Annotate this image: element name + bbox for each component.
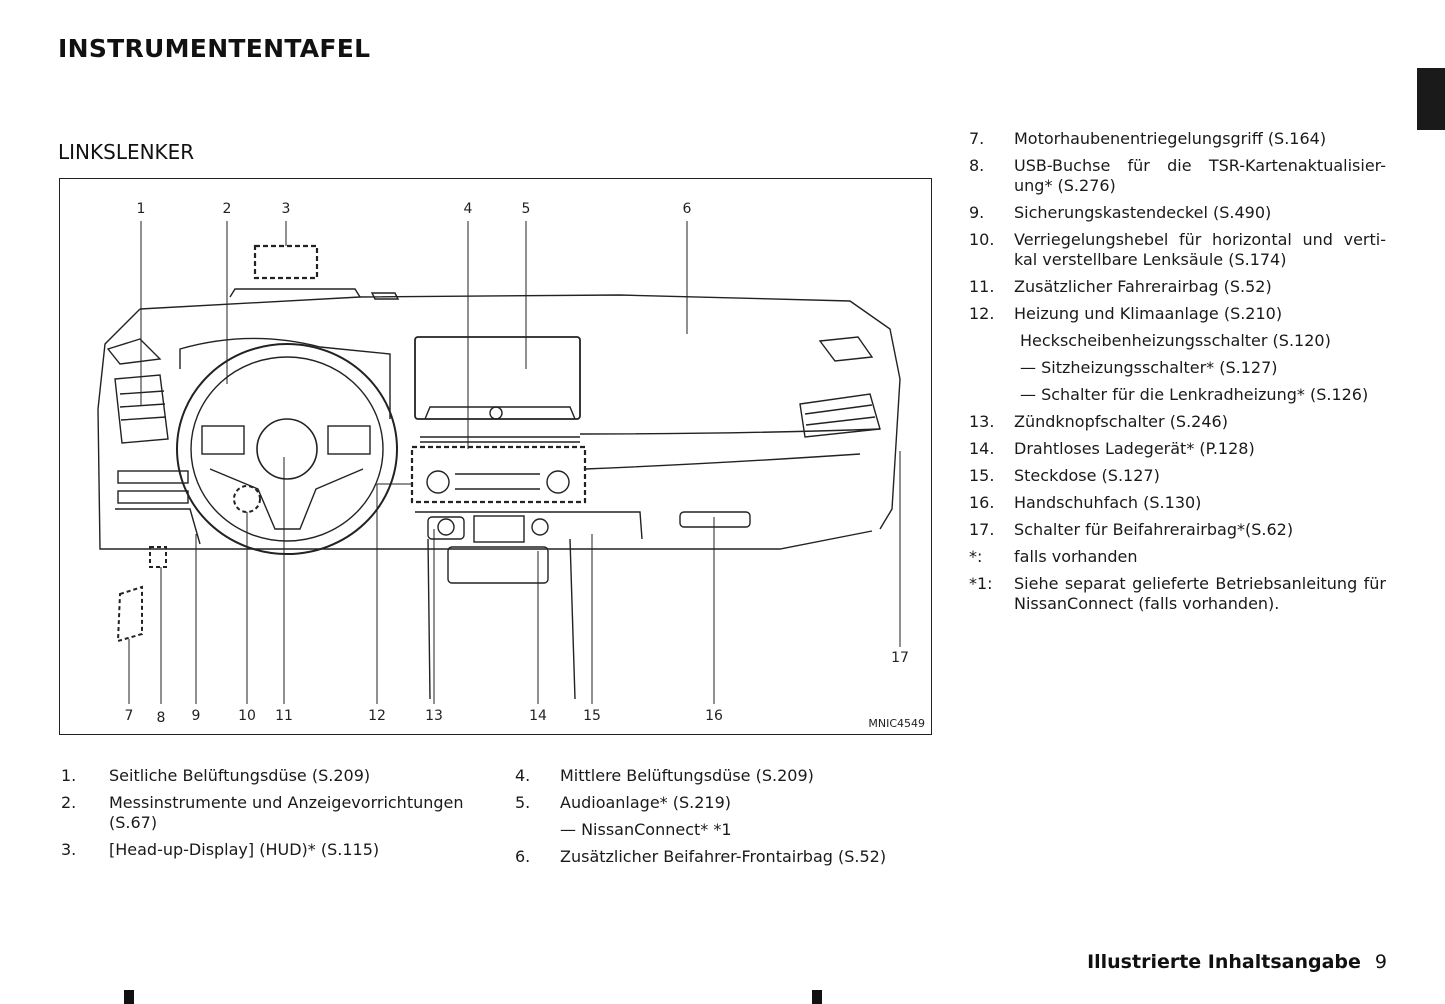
legend-text: Zusätzlicher Fahrerairbag (S.52) bbox=[1014, 277, 1272, 296]
callout-17: 17 bbox=[891, 650, 909, 666]
legend-text: Motorhaubenentriegelungsgriff (S.164) bbox=[1014, 129, 1327, 148]
legend-item: 9. Sicherungskastendeckel (S.490) bbox=[969, 203, 1386, 223]
legend-text: Handschuhfach (S.130) bbox=[1014, 493, 1202, 512]
callout-5: 5 bbox=[521, 201, 531, 217]
legend-number: 4. bbox=[515, 766, 531, 785]
callout-16: 16 bbox=[705, 708, 723, 724]
legend-item: *1: Siehe separat gelieferte Betriebsanle… bbox=[969, 574, 1386, 614]
legend-number: 17. bbox=[969, 520, 995, 539]
legend-text: [Head-up-Display] (HUD)* (S.115) bbox=[109, 840, 380, 859]
legend-text: Verriegelungshebel für horizontal und ve… bbox=[1014, 230, 1386, 269]
legend-subtext: — NissanConnect* *1 bbox=[560, 820, 732, 839]
legend-left: 1. Seitliche Belüftungsdüse (S.209) 2. M… bbox=[61, 766, 489, 867]
legend-item: 12. Heizung und Klimaanlage (S.210) Heck… bbox=[969, 304, 1386, 405]
legend-text: falls vorhanden bbox=[1014, 547, 1138, 566]
callout-14: 14 bbox=[529, 708, 547, 724]
legend-text: USB-Buchse für die TSR-Kartenaktualisier… bbox=[1014, 156, 1386, 195]
callout-2: 2 bbox=[222, 201, 232, 217]
legend-number: 11. bbox=[969, 277, 995, 296]
legend-number: 9. bbox=[969, 203, 985, 222]
legend-number: 3. bbox=[61, 840, 77, 859]
legend-item: 1. Seitliche Belüftungsdüse (S.209) bbox=[61, 766, 489, 786]
legend-text: Messinstrumente und Anzeigevorrichtungen… bbox=[109, 793, 464, 832]
callout-11: 11 bbox=[275, 708, 293, 724]
legend-item: 15. Steckdose (S.127) bbox=[969, 466, 1386, 486]
legend-text: Zündknopfschalter (S.246) bbox=[1014, 412, 1228, 431]
callout-15: 15 bbox=[583, 708, 601, 724]
legend-number: 16. bbox=[969, 493, 995, 512]
legend-item: 4. Mittlere Belüftungsdüse (S.209) bbox=[515, 766, 920, 786]
legend-text: Heizung und Klimaanlage (S.210) bbox=[1014, 304, 1283, 323]
legend-text: Siehe separat gelieferte Betriebsanleitu… bbox=[1014, 574, 1386, 613]
legend-text: Sicherungskastendeckel (S.490) bbox=[1014, 203, 1272, 222]
page-footer: Illustrierte Inhaltsangabe 9 bbox=[1087, 951, 1387, 973]
dashboard-drawing bbox=[97, 221, 901, 704]
chapter-tab bbox=[1417, 68, 1445, 130]
legend-text: Audioanlage* (S.219) bbox=[560, 793, 732, 812]
legend-number: 15. bbox=[969, 466, 995, 485]
legend-item: 13. Zündknopfschalter (S.246) bbox=[969, 412, 1386, 432]
legend-item: 14. Drahtloses Ladegerät* (P.128) bbox=[969, 439, 1386, 459]
crop-mark bbox=[812, 990, 822, 1004]
footer-title: Illustrierte Inhaltsangabe bbox=[1087, 951, 1361, 973]
legend-number: 12. bbox=[969, 304, 995, 323]
legend-text: Schalter für Beifahrerairbag*(S.62) bbox=[1014, 520, 1294, 539]
legend-text: Zusätzlicher Beifahrer-Frontairbag (S.52… bbox=[560, 847, 887, 866]
legend-subtext: Heckscheibenheizungsschalter (S.120) bbox=[1020, 331, 1331, 350]
legend-number: 10. bbox=[969, 230, 995, 249]
page-number: 9 bbox=[1374, 951, 1387, 973]
callout-6: 6 bbox=[682, 201, 692, 217]
legend-item: 5. Audioanlage* (S.219) — NissanConnect*… bbox=[515, 793, 920, 840]
dashboard-illustration: 1 2 3 4 5 6 7 8 9 10 11 12 13 14 15 16 1… bbox=[59, 178, 932, 735]
legend-item: 10. Verriegelungshebel für horizontal und… bbox=[969, 230, 1386, 270]
callout-7: 7 bbox=[124, 708, 134, 724]
legend-number: 7. bbox=[969, 129, 985, 148]
legend-item: 8. USB-Buchse für die TSR-Kartenaktualisi… bbox=[969, 156, 1386, 196]
legend-number: 1. bbox=[61, 766, 77, 785]
callout-12: 12 bbox=[368, 708, 386, 724]
legend-item: 17. Schalter für Beifahrerairbag*(S.62) bbox=[969, 520, 1386, 540]
legend-item: 7. Motorhaubenentriegelungsgriff (S.164) bbox=[969, 129, 1386, 149]
legend-number: 5. bbox=[515, 793, 531, 812]
legend-number: *: bbox=[969, 547, 983, 566]
callout-9: 9 bbox=[191, 708, 201, 724]
legend-text: Mittlere Belüftungsdüse (S.209) bbox=[560, 766, 814, 785]
legend-text: Steckdose (S.127) bbox=[1014, 466, 1160, 485]
callout-3: 3 bbox=[281, 201, 291, 217]
callout-4: 4 bbox=[463, 201, 473, 217]
crop-mark bbox=[124, 990, 134, 1004]
legend-text: Seitliche Belüftungsdüse (S.209) bbox=[109, 766, 371, 785]
legend-middle: 4. Mittlere Belüftungsdüse (S.209) 5. Au… bbox=[515, 766, 920, 874]
legend-number: 13. bbox=[969, 412, 995, 431]
legend-item: 6. Zusätzlicher Beifahrer-Frontairbag (S… bbox=[515, 847, 920, 867]
legend-item: 16. Handschuhfach (S.130) bbox=[969, 493, 1386, 513]
legend-number: 14. bbox=[969, 439, 995, 458]
callout-1: 1 bbox=[136, 201, 146, 217]
callout-10: 10 bbox=[238, 708, 256, 724]
legend-number: 8. bbox=[969, 156, 985, 175]
legend-subtext: — Schalter für die Lenkradheizung* (S.12… bbox=[1020, 385, 1369, 404]
section-title: LINKSLENKER bbox=[58, 140, 195, 164]
legend-number: 6. bbox=[515, 847, 531, 866]
legend-item: 2. Messinstrumente und Anzeigevorrichtun… bbox=[61, 793, 489, 833]
legend-subtext: — Sitzheizungsschalter* (S.127) bbox=[1020, 358, 1278, 377]
figure-code: MNIC4549 bbox=[868, 717, 925, 730]
page-title: INSTRUMENTENTAFEL bbox=[58, 34, 371, 63]
legend-text: Drahtloses Ladegerät* (P.128) bbox=[1014, 439, 1255, 458]
legend-number: 2. bbox=[61, 793, 77, 812]
callout-8: 8 bbox=[156, 710, 166, 726]
legend-item: *: falls vorhanden bbox=[969, 547, 1386, 567]
legend-number: *1: bbox=[969, 574, 993, 593]
legend-item: 3. [Head-up-Display] (HUD)* (S.115) bbox=[61, 840, 489, 860]
legend-item: 11. Zusätzlicher Fahrerairbag (S.52) bbox=[969, 277, 1386, 297]
callout-13: 13 bbox=[425, 708, 443, 724]
legend-right: 7.Motorhaubenentriegelungsgriff (S.164) … bbox=[969, 129, 1386, 621]
